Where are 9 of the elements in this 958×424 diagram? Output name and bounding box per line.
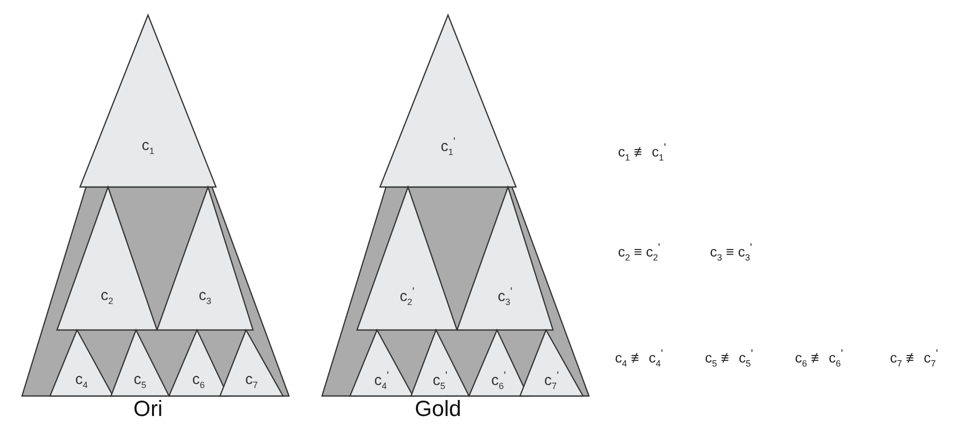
- subtree-label: c$_{7}$: [245, 372, 258, 390]
- tree-caption: Ori: [133, 398, 163, 420]
- subtree-label: c$_{4}$: [75, 372, 88, 390]
- subtree-label: c$_{5}$: [134, 372, 146, 390]
- subtree-label: c$_{1}$: [142, 138, 154, 156]
- subtree-label: c$_{3}$: [198, 288, 212, 306]
- subtree-label: c$_{6}$: [192, 372, 205, 390]
- subtree-label: c$_{2}$: [100, 288, 114, 306]
- tree-caption: Gold: [414, 398, 462, 420]
